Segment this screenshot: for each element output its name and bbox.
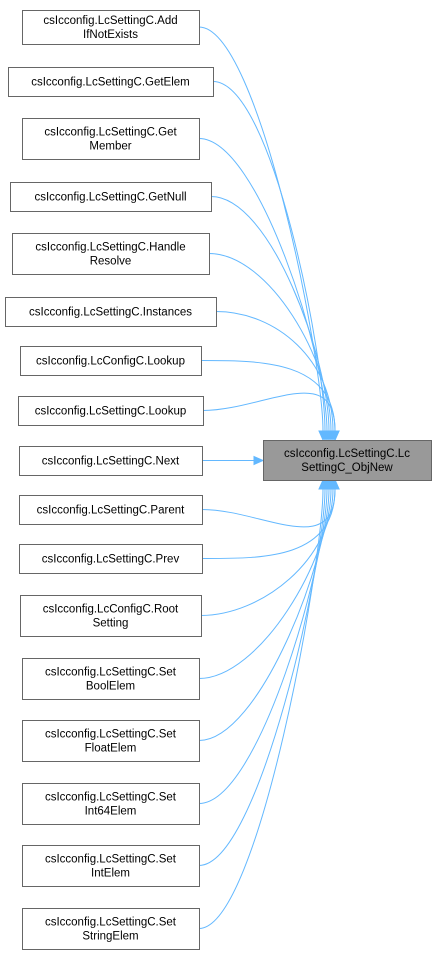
caller-node-box	[22, 720, 200, 762]
caller-node-label: Member	[89, 141, 131, 153]
edges-layer	[198, 26, 340, 929]
caller-node-box	[22, 658, 200, 700]
caller-node-label: csIcconfig.LcSettingC.Get	[44, 127, 177, 139]
caller-node[interactable]: csIcconfig.LcSettingC.Next	[19, 446, 203, 476]
caller-node-box	[12, 233, 210, 275]
call-edge	[198, 478, 330, 866]
caller-node-label: FloatElem	[85, 743, 137, 755]
caller-node[interactable]: csIcconfig.LcSettingC.Lookup	[18, 396, 204, 426]
caller-node-label: csIcconfig.LcSettingC.Parent	[37, 505, 185, 517]
caller-node-label: csIcconfig.LcSettingC.GetElem	[31, 77, 190, 89]
caller-node-box	[22, 908, 200, 950]
caller-node-label: csIcconfig.LcSettingC.Instances	[29, 307, 192, 319]
target-node[interactable]: csIcconfig.LcSettingC.LcSettingC_ObjNew	[263, 440, 432, 481]
caller-node-box	[19, 446, 203, 476]
caller-node-box	[19, 544, 203, 574]
call-edge	[198, 478, 334, 741]
arrowhead	[330, 430, 340, 442]
caller-node-box	[22, 783, 200, 825]
caller-node-label: csIcconfig.LcSettingC.Set	[45, 729, 177, 741]
caller-node-box	[22, 118, 200, 160]
call-edge	[212, 81, 330, 442]
call-edge	[198, 478, 336, 679]
caller-node[interactable]: csIcconfig.LcConfigC.Lookup	[20, 346, 202, 376]
caller-node-label: csIcconfig.LcSettingC.Set	[45, 792, 177, 804]
caller-node-label: Setting	[93, 618, 129, 630]
call-edge	[202, 455, 265, 466]
call-edge	[200, 478, 338, 616]
caller-node-box	[20, 595, 202, 637]
arrowhead	[318, 478, 328, 490]
call-edge	[201, 478, 340, 528]
call-edge	[198, 478, 328, 929]
caller-node-box	[18, 396, 204, 426]
caller-node-label: csIcconfig.LcSettingC.Set	[45, 917, 177, 929]
caller-node-box	[22, 10, 200, 45]
target-node-label: SettingC_ObjNew	[301, 462, 393, 474]
caller-node[interactable]: csIcconfig.LcSettingC.Parent	[19, 495, 203, 525]
caller-node[interactable]: csIcconfig.LcSettingC.Instances	[5, 297, 217, 327]
caller-node-label: csIcconfig.LcSettingC.Handle	[35, 242, 185, 254]
caller-node-box	[22, 845, 200, 887]
caller-node-box	[5, 297, 217, 327]
nodes-layer: csIcconfig.LcSettingC.AddIfNotExistscsIc…	[5, 10, 432, 950]
caller-node-label: csIcconfig.LcSettingC.Add	[43, 15, 177, 27]
caller-node-label: Int64Elem	[85, 806, 137, 818]
caller-node-label: csIcconfig.LcSettingC.Set	[45, 667, 177, 679]
target-node-label: csIcconfig.LcSettingC.Lc	[284, 448, 410, 460]
target-node-box	[263, 440, 432, 481]
caller-node-label: csIcconfig.LcConfigC.Lookup	[36, 356, 185, 368]
caller-node-label: csIcconfig.LcSettingC.Lookup	[35, 406, 187, 418]
caller-node-box	[19, 495, 203, 525]
caller-node-label: csIcconfig.LcSettingC.GetNull	[34, 192, 186, 204]
caller-node-label: IfNotExists	[83, 29, 138, 41]
caller-node[interactable]: csIcconfig.LcSettingC.GetElem	[8, 67, 214, 97]
caller-node-label: csIcconfig.LcSettingC.Prev	[42, 554, 180, 566]
caller-node-label: BoolElem	[86, 681, 135, 693]
call-edge	[198, 478, 332, 804]
caller-node-label: StringElem	[82, 931, 138, 943]
caller-node-box	[8, 67, 214, 97]
call-edge	[210, 196, 334, 442]
call-edge	[202, 392, 340, 442]
call-edge	[215, 311, 338, 442]
caller-node-label: csIcconfig.LcConfigC.Root	[43, 604, 179, 616]
caller-node-label: IntElem	[91, 868, 130, 880]
caller-node-label: csIcconfig.LcSettingC.Set	[45, 854, 177, 866]
caller-node-label: csIcconfig.LcSettingC.Next	[42, 456, 180, 468]
caller-node[interactable]: csIcconfig.LcSettingC.Prev	[19, 544, 203, 574]
caller-node-box	[10, 182, 212, 212]
caller-node[interactable]: csIcconfig.LcSettingC.GetNull	[10, 182, 212, 212]
arrowhead	[253, 455, 265, 466]
call-edge	[198, 138, 332, 442]
caller-node-box	[20, 346, 202, 376]
caller-node-label: Resolve	[90, 256, 132, 268]
